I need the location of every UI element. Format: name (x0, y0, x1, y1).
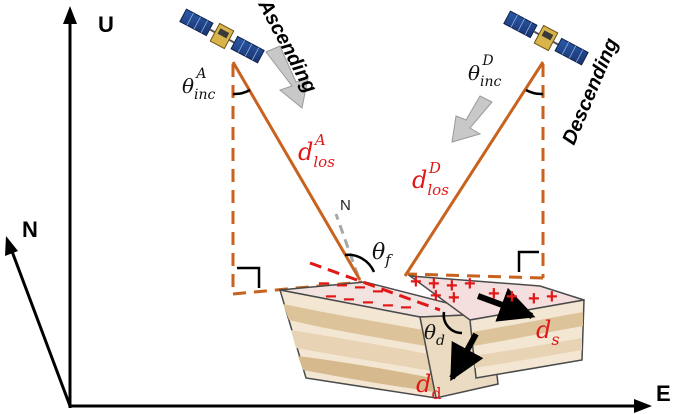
hanging-wall-layer (291, 330, 431, 371)
north-axis (8, 245, 72, 407)
minus-sign: − (325, 286, 337, 308)
plus-sign: + (410, 271, 422, 293)
dip-angle-arc (442, 311, 463, 335)
strike-angle-arc (344, 253, 376, 273)
fault-normal-dashed (334, 213, 360, 277)
coordinate-axes: U N E (5, 6, 671, 413)
minus-sign: − (382, 295, 394, 317)
up-axis-label: U (98, 12, 114, 37)
ascending-incidence-arc (232, 88, 251, 96)
east-axis-label: E (656, 381, 671, 406)
strike-angle-label: θf (372, 240, 393, 269)
strike-slip-label: ds (536, 316, 560, 349)
minus-sign: − (372, 281, 384, 303)
plus-sign: + (446, 275, 458, 297)
dip-angle-label: θd (424, 320, 445, 349)
descending-flight-arrow (451, 95, 493, 143)
satellite-icon-ascending (179, 8, 265, 64)
ascending-right-angle (237, 266, 261, 288)
descending-incidence-arc (525, 88, 544, 96)
plus-sign: + (488, 283, 500, 305)
north-axis-arrowhead (5, 236, 18, 256)
minus-sign: − (336, 275, 348, 297)
footwall-layer (472, 312, 583, 346)
right-angle-markers (237, 250, 539, 288)
positive-deformation-signs: + + + + + + + + + + (410, 271, 558, 310)
descending-right-angle (517, 250, 539, 272)
footwall-layer (474, 338, 582, 368)
dip-slip-arrow (449, 332, 484, 382)
up-axis-arrowhead (63, 6, 77, 24)
plus-sign: + (428, 273, 440, 295)
negative-deformation-signs: − − − − − − − − − (318, 273, 412, 319)
north-axis-label: N (22, 217, 38, 242)
minus-sign: − (362, 292, 374, 314)
satellite-icon-descending (503, 10, 589, 66)
fault-normal-label: N (340, 197, 351, 214)
ascending-label: Ascending (253, 0, 321, 97)
hanging-wall-layer (283, 304, 426, 346)
ascending-flight-arrow (265, 45, 309, 109)
east-axis-arrowhead (634, 399, 652, 413)
plus-sign: + (464, 273, 476, 295)
strike-slip-arrow (476, 287, 536, 322)
plus-sign: + (448, 287, 460, 309)
fault-trace-dashed (309, 261, 441, 312)
hanging-wall-layer (298, 356, 435, 392)
dip-slip-label: dd (416, 370, 442, 403)
plus-sign: + (528, 288, 540, 310)
descending-los-label: dlosD (412, 159, 449, 199)
minus-sign: − (400, 297, 412, 319)
descending-horizontal-dashed (407, 272, 544, 280)
minus-sign: − (318, 273, 330, 295)
minus-sign: − (354, 277, 366, 299)
descending-los-line (403, 61, 545, 277)
plus-sign: + (506, 286, 518, 308)
ascending-los-line (231, 61, 362, 281)
minus-sign: − (343, 289, 355, 311)
plus-sign: + (546, 286, 558, 308)
ascending-los-label: dlosA (298, 131, 335, 171)
plus-sign: + (430, 285, 442, 307)
ascending-incidence-angle-label: θincA (182, 66, 216, 103)
descending-incidence-angle-label: θincD (468, 53, 502, 90)
